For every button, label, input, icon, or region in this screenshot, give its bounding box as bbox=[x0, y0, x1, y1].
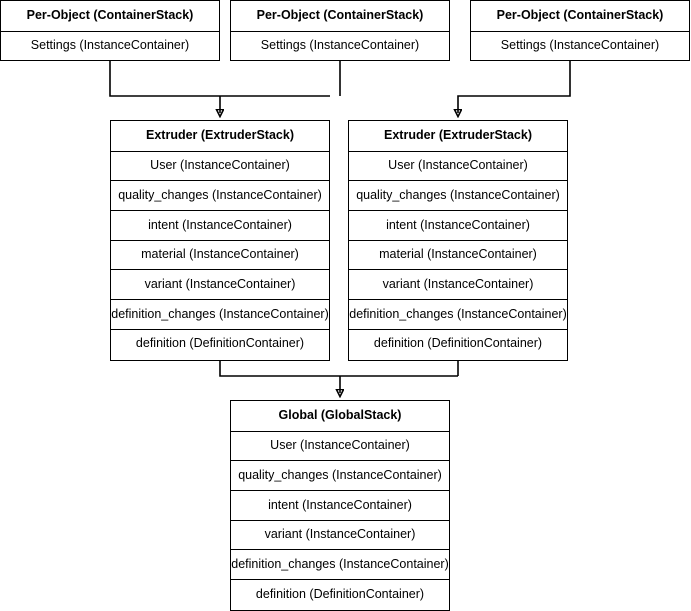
node-row-variant: variant (InstanceContainer) bbox=[231, 519, 449, 550]
node-per-object-3[interactable]: Per-Object (ContainerStack) Settings (In… bbox=[470, 0, 690, 61]
node-header: Per-Object (ContainerStack) bbox=[1, 1, 219, 31]
node-row-material: material (InstanceContainer) bbox=[349, 239, 567, 270]
node-row-definition-changes: definition_changes (InstanceContainer) bbox=[349, 299, 567, 329]
node-per-object-2[interactable]: Per-Object (ContainerStack) Settings (In… bbox=[230, 0, 450, 61]
node-extruder-2[interactable]: Extruder (ExtruderStack) User (InstanceC… bbox=[348, 120, 568, 361]
node-row-settings: Settings (InstanceContainer) bbox=[231, 30, 449, 61]
node-row-definition: definition (DefinitionContainer) bbox=[349, 328, 567, 359]
node-header: Global (GlobalStack) bbox=[231, 401, 449, 431]
node-header: Extruder (ExtruderStack) bbox=[111, 121, 329, 151]
node-row-intent: intent (InstanceContainer) bbox=[111, 210, 329, 240]
node-row-variant: variant (InstanceContainer) bbox=[349, 269, 567, 300]
node-row-variant: variant (InstanceContainer) bbox=[111, 269, 329, 300]
node-per-object-1[interactable]: Per-Object (ContainerStack) Settings (In… bbox=[0, 0, 220, 61]
node-row-user: User (InstanceContainer) bbox=[231, 430, 449, 461]
node-row-quality-changes: quality_changes (InstanceContainer) bbox=[231, 460, 449, 491]
node-row-quality-changes: quality_changes (InstanceContainer) bbox=[349, 180, 567, 211]
node-row-quality-changes: quality_changes (InstanceContainer) bbox=[111, 180, 329, 211]
node-header: Per-Object (ContainerStack) bbox=[231, 1, 449, 31]
node-header: Extruder (ExtruderStack) bbox=[349, 121, 567, 151]
edge-perobject3-to-extruder2 bbox=[458, 61, 571, 113]
node-row-definition-changes: definition_changes (InstanceContainer) bbox=[111, 299, 329, 329]
node-row-material: material (InstanceContainer) bbox=[111, 239, 329, 270]
node-row-definition-changes: definition_changes (InstanceContainer) bbox=[231, 549, 449, 580]
edge-perobject1-to-extruder1 bbox=[109, 61, 330, 97]
edge-extruder1-to-global bbox=[219, 361, 458, 377]
node-row-user: User (InstanceContainer) bbox=[111, 150, 329, 181]
node-header: Per-Object (ContainerStack) bbox=[471, 1, 689, 31]
node-extruder-1[interactable]: Extruder (ExtruderStack) User (InstanceC… bbox=[110, 120, 330, 361]
node-row-settings: Settings (InstanceContainer) bbox=[1, 30, 219, 61]
node-row-settings: Settings (InstanceContainer) bbox=[471, 30, 689, 61]
node-row-definition: definition (DefinitionContainer) bbox=[111, 328, 329, 359]
node-row-user: User (InstanceContainer) bbox=[349, 150, 567, 181]
node-row-definition: definition (DefinitionContainer) bbox=[231, 579, 449, 609]
node-global-stack[interactable]: Global (GlobalStack) User (InstanceConta… bbox=[230, 400, 450, 611]
node-row-intent: intent (InstanceContainer) bbox=[349, 210, 567, 240]
node-row-intent: intent (InstanceContainer) bbox=[231, 490, 449, 520]
